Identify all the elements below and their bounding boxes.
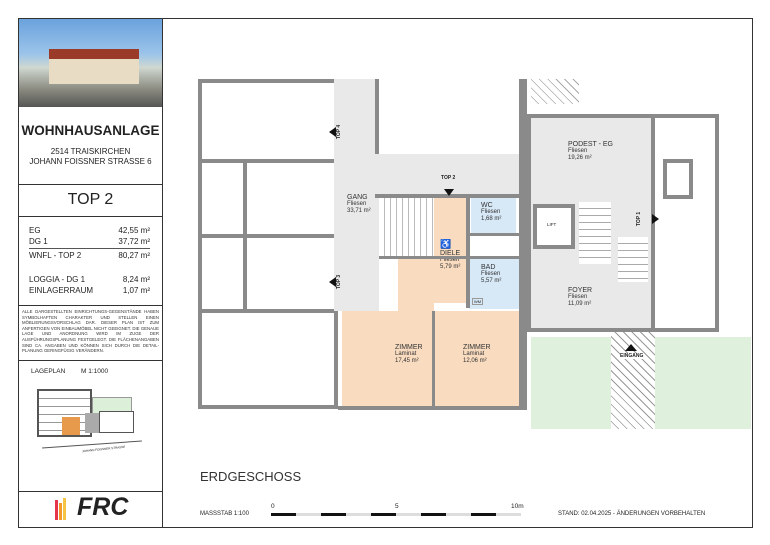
address-line-1: 2514 TRAISKIRCHEN [50,147,131,156]
marker-top2: TOP 2 [441,175,456,181]
room-diele-area [434,198,466,303]
stairs-main [579,202,611,264]
site-plan-street: JOHANN FOISSNER STRASSE [81,444,126,454]
scale-tick-0: 0 [271,503,275,510]
lift: LIFT [547,222,557,227]
project-title: WOHNHAUSANLAGE [21,123,160,138]
disclaimer: ALLE DARGESTELLTEN EINRICHTUNGS-GEGENSTÄ… [22,309,159,354]
logo-text: FRC [77,493,129,521]
marker-top3: TOP 3 [336,274,343,290]
site-plan-label: LAGEPLAN [31,368,66,375]
address-line-2: JOHANN FOISSNER STRASSE 6 [29,157,152,166]
scale-tick-10: 10m [511,503,524,510]
status-text: STAND: 02.04.2025 - ÄNDERUNGEN VORBEHALT… [558,511,706,517]
staircase [379,198,433,258]
unit-title: TOP 2 [67,191,114,208]
scale-label: MASSSTAB 1:100 [200,511,249,517]
scale-tick-5: 5 [395,503,399,510]
washing-machine: WM [472,298,484,305]
scale-bar [271,513,521,516]
info-panel: WOHNHAUSANLAGE 2514 TRAISKIRCHEN JOHANN … [18,18,163,528]
entrance-label: EINGANG [620,353,644,359]
marker-top1: TOP 1 [636,211,643,227]
site-plan: JOHANN FOISSNER STRASSE [37,389,147,464]
building-photo [19,19,162,107]
floor-title: ERDGESCHOSS [200,469,302,484]
marker-top4: TOP 4 [336,124,343,140]
site-plan-scale: M 1:1000 [81,368,109,375]
logo-mark-icon [55,498,69,520]
